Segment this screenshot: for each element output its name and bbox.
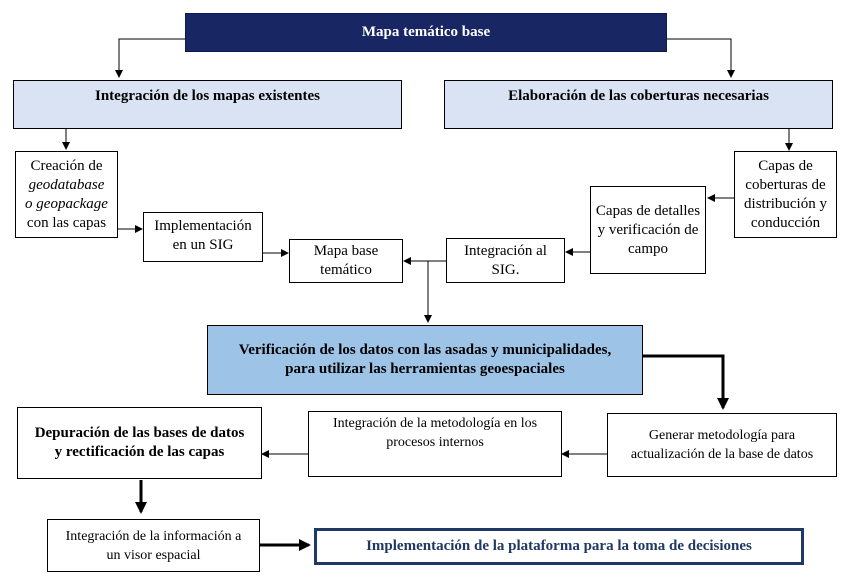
generar-metodologia-box: Generar metodología para actualización d… bbox=[607, 413, 837, 477]
creacion-geodatabase-box: Creación de geodatabase o geopackage con… bbox=[15, 151, 118, 238]
implementacion-plataforma-box: Implementación de la plataforma para la … bbox=[314, 528, 804, 565]
implementacion-sig-box: Implementación en un SIG bbox=[143, 212, 263, 262]
depuracion-box: Depuración de las bases de datos y recti… bbox=[17, 407, 262, 479]
arrow-title-to-integracion bbox=[115, 38, 185, 78]
capas-coberturas-box: Capas de coberturas de distribución y co… bbox=[734, 151, 837, 238]
creacion-line-3: o geopackage bbox=[25, 195, 108, 212]
integracion-sig-box: Integración al SIG. bbox=[446, 238, 565, 283]
creacion-line-1: Creación de bbox=[30, 157, 103, 174]
mapa-base-tematico-box: Mapa base temático bbox=[289, 239, 403, 283]
arrow-verificacion-to-generar bbox=[643, 354, 729, 410]
elaboracion-coberturas-box: Elaboración de las coberturas necesarias bbox=[444, 80, 833, 129]
integracion-visor-box: Integración de la información a un visor… bbox=[47, 519, 260, 572]
title-box: Mapa temático base bbox=[185, 13, 667, 52]
integracion-metodologia-box: Integración de la metodología en los pro… bbox=[308, 411, 562, 477]
verificacion-box: Verificación de los datos con las asadas… bbox=[207, 325, 643, 395]
capas-detalles-box: Capas de detalles y verificación de camp… bbox=[590, 186, 706, 274]
creacion-line-2: geodatabase bbox=[28, 176, 105, 193]
creacion-line-4: con las capas bbox=[26, 214, 107, 231]
arrow-title-to-elaboracion bbox=[667, 38, 735, 78]
integracion-mapas-box: Integración de los mapas existentes bbox=[13, 80, 402, 129]
